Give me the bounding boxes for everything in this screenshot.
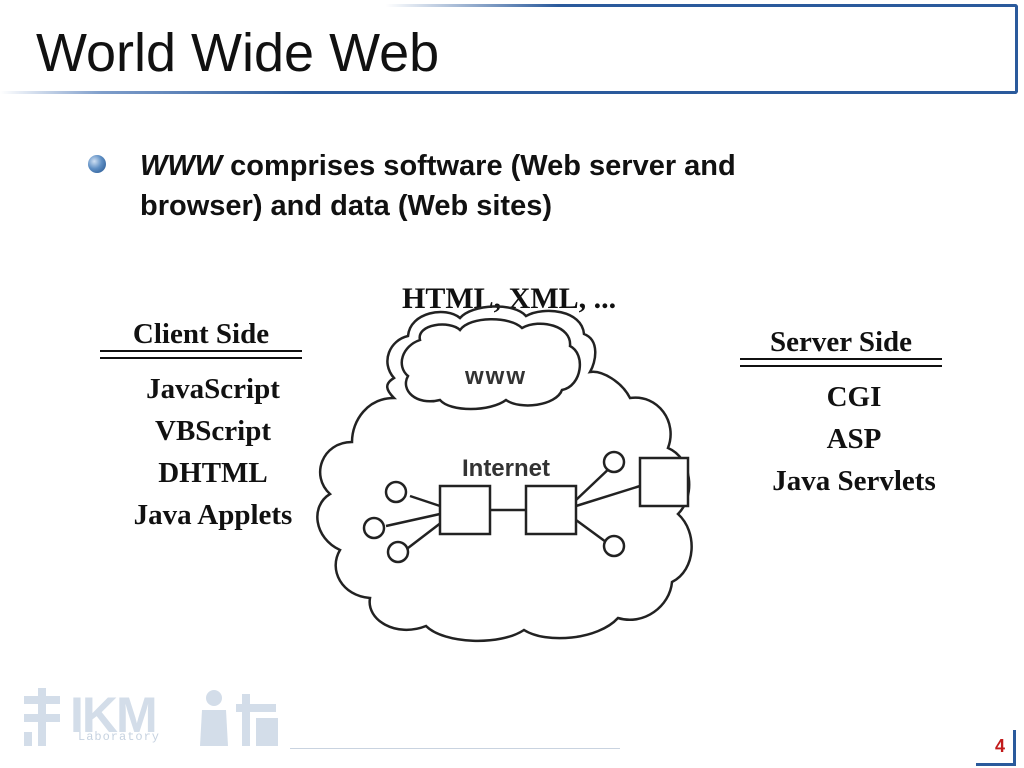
ikm-logo: IKM Laboratory: [20, 686, 282, 748]
title-frame: [0, 4, 1018, 94]
client-side-list: JavaScript VBScript DHTML Java Applets: [110, 368, 316, 536]
logo-text: IKM: [70, 687, 158, 743]
server-side-heading: Server Side: [769, 326, 913, 358]
server-item: Java Servlets: [772, 465, 936, 497]
client-item: JavaScript: [146, 373, 280, 405]
content-label: HTML, XML, ...: [402, 282, 617, 315]
internet-node: [524, 484, 578, 536]
client-side-rule: [100, 350, 302, 359]
internet-cloud-diagram: www Internet: [316, 305, 693, 643]
www-label: www: [464, 363, 527, 390]
client-node: [384, 480, 408, 504]
logo-figures-icon: [200, 690, 278, 746]
server-side-rule: [740, 358, 942, 367]
internet-node: [638, 456, 690, 508]
client-node: [362, 516, 386, 540]
client-item: VBScript: [155, 415, 271, 447]
client-item: Java Applets: [133, 499, 293, 531]
client-node: [602, 534, 626, 558]
client-side-heading: Client Side: [132, 318, 270, 350]
logo-subtext: Laboratory: [78, 730, 161, 744]
bullet-body: comprises software (Web server and brows…: [140, 150, 736, 222]
page-number-box: 4: [976, 730, 1016, 766]
www-cloud: [400, 318, 582, 411]
server-side-list: CGI ASP Java Servlets: [740, 376, 968, 502]
page-number: 4: [994, 736, 1005, 756]
slide-title: World Wide Web: [36, 23, 440, 83]
client-node: [386, 540, 410, 564]
bullet-icon: [88, 155, 106, 173]
server-item: CGI: [826, 381, 882, 413]
logo-mark-icon: [24, 688, 60, 746]
bullet-text: WWW comprises software (Web server and b…: [140, 146, 800, 226]
server-item: ASP: [826, 423, 882, 455]
bullet-emphasis: WWW: [140, 150, 223, 182]
client-node: [602, 450, 626, 474]
footer-rule: [290, 748, 620, 749]
internet-label: Internet: [462, 455, 550, 482]
internet-node: [438, 484, 492, 536]
cloud-outline: [316, 305, 693, 643]
client-item: DHTML: [158, 457, 268, 489]
